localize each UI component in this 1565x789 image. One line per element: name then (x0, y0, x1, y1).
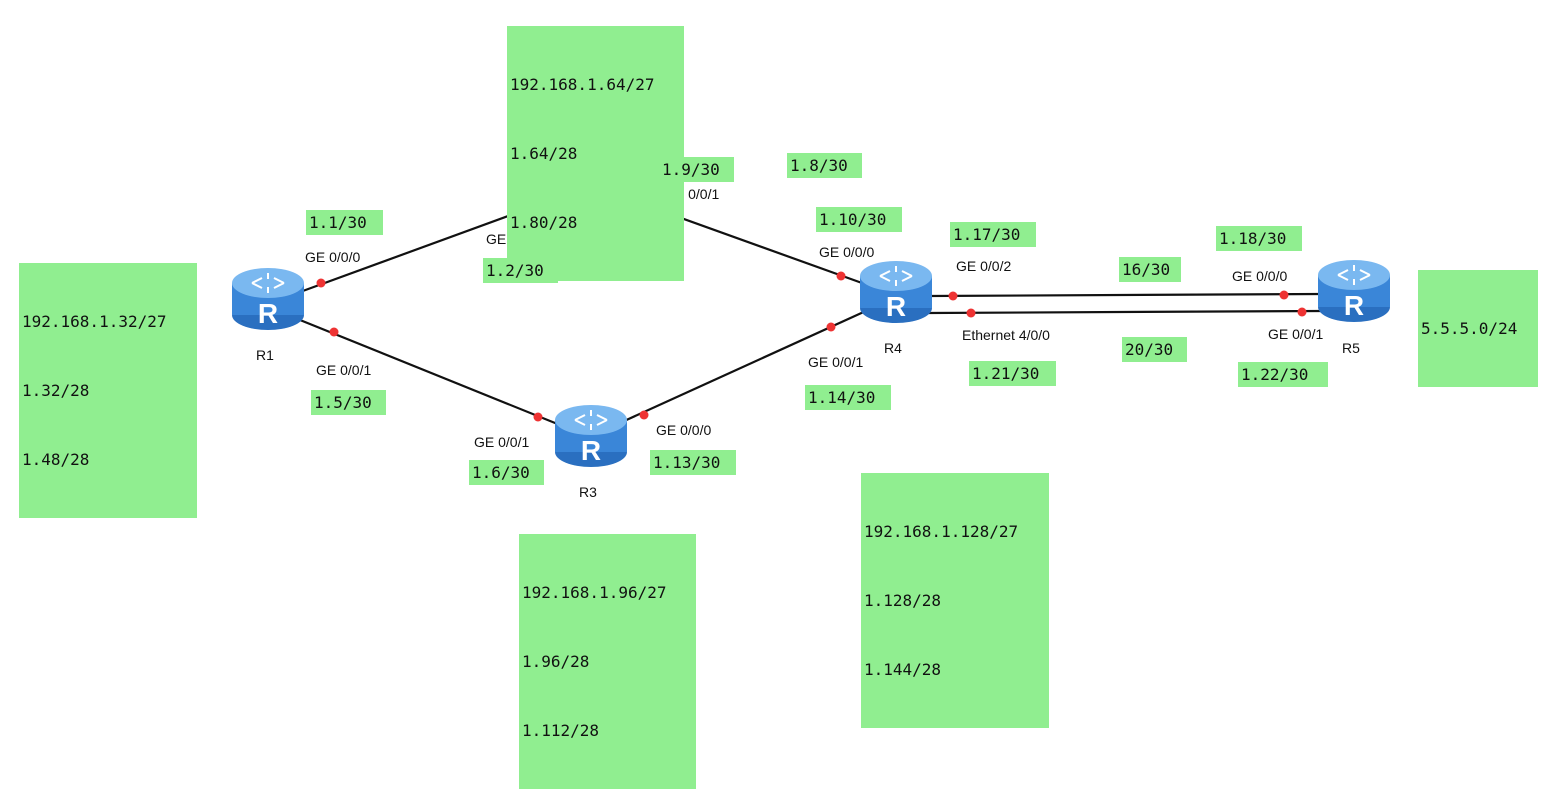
ip-label-link-r4-r5-a: 16/30 (1119, 257, 1181, 282)
subnet-note-r3-lan: 192.168.1.96/27 1.96/28 1.112/28 (519, 534, 696, 789)
port-dot-r1-g000[interactable] (316, 278, 326, 288)
subnet-note-line: 1.128/28 (864, 591, 942, 610)
port-label-r1-g001: GE 0/0/1 (316, 362, 372, 378)
ip-label-link-r2-r4: 1.8/30 (787, 153, 862, 178)
port-label-r3-g000: GE 0/0/0 (656, 422, 712, 438)
subnet-note-r4-lan: 192.168.1.128/27 1.128/28 1.144/28 (861, 473, 1049, 728)
ip-label-r4-g001: 1.14/30 (805, 385, 891, 410)
router-r1-label: R1 (256, 347, 274, 363)
ip-label-r3-g001: 1.6/30 (469, 460, 544, 485)
router-r4-icon[interactable]: R (858, 258, 934, 324)
port-dot-r4-g002[interactable] (948, 291, 958, 301)
ip-label-r4-g002: 1.17/30 (950, 222, 1036, 247)
subnet-note-line: 192.168.1.32/27 (22, 312, 167, 331)
subnet-note-line: 1.48/28 (22, 450, 90, 469)
ip-label-r4-g000: 1.10/30 (816, 207, 902, 232)
ip-label-r5-g000: 1.18/30 (1216, 226, 1302, 251)
router-r3-glyph: R (581, 435, 601, 466)
router-r1-icon[interactable]: R (230, 265, 306, 331)
router-r3-icon[interactable]: R (553, 402, 629, 468)
subnet-note-line: 1.32/28 (22, 381, 90, 400)
subnet-note-line: 5.5.5.0/24 (1421, 319, 1518, 338)
subnet-note-line: 192.168.1.96/27 (522, 583, 667, 602)
subnet-note-line: 1.112/28 (522, 721, 600, 740)
router-r1-glyph: R (258, 298, 278, 329)
port-label-r4-g000: GE 0/0/0 (819, 244, 875, 260)
link-r4-r5-a (927, 292, 1323, 298)
router-r5-glyph: R (1344, 290, 1364, 321)
link-r4-r5-b (927, 309, 1323, 315)
ip-label-r3-g000: 1.13/30 (650, 450, 736, 475)
port-label-r3-g001: GE 0/0/1 (474, 434, 530, 450)
subnet-note-line: 192.168.1.64/27 (510, 75, 655, 94)
port-label-r1-g000: GE 0/0/0 (305, 249, 361, 265)
subnet-note-line: 1.64/28 (510, 144, 578, 163)
port-dot-r4-e400[interactable] (966, 308, 976, 318)
network-topology-canvas: R R R R R R1 R2 R3 (19, 26, 1538, 789)
router-r3-label: R3 (579, 484, 597, 500)
port-dot-r5-g000[interactable] (1279, 290, 1289, 300)
subnet-note-line: 1.80/28 (510, 213, 578, 232)
port-dot-r5-g001[interactable] (1297, 307, 1307, 317)
port-label-r5-g001: GE 0/0/1 (1268, 326, 1324, 342)
subnet-note-line: 192.168.1.128/27 (864, 522, 1019, 541)
ip-label-link-r4-r5-b: 20/30 (1122, 337, 1187, 362)
subnet-note-line: 1.144/28 (864, 660, 942, 679)
port-dot-r3-g001[interactable] (533, 412, 543, 422)
port-dot-r3-g000[interactable] (639, 410, 649, 420)
port-label-r4-g002: GE 0/0/2 (956, 258, 1012, 274)
ip-label-r5-g001: 1.22/30 (1238, 362, 1328, 387)
subnet-note-r1-lan: 192.168.1.32/27 1.32/28 1.48/28 (19, 263, 197, 518)
port-label-r5-g000: GE 0/0/0 (1232, 268, 1288, 284)
ip-label-r4-e400: 1.21/30 (969, 361, 1056, 386)
subnet-note-line: 1.96/28 (522, 652, 590, 671)
port-label-r4-g001: GE 0/0/1 (808, 354, 864, 370)
subnet-note-r2-lan: 192.168.1.64/27 1.64/28 1.80/28 (507, 26, 684, 281)
ip-label-r2-g000: 1.2/30 (483, 258, 558, 283)
ip-label-r1-g000: 1.1/30 (306, 210, 383, 235)
port-dot-r1-g001[interactable] (329, 327, 339, 337)
subnet-note-r5-lan: 5.5.5.0/24 (1418, 270, 1538, 387)
link-r1-r3 (299, 318, 561, 427)
router-r4-glyph: R (886, 291, 906, 322)
port-label-r4-e400: Ethernet 4/0/0 (962, 327, 1050, 343)
router-r5-label: R5 (1342, 340, 1360, 356)
ip-label-r2-g001: 1.9/30 (659, 157, 734, 182)
port-dot-r4-g001[interactable] (826, 322, 836, 332)
ip-label-r1-g001: 1.5/30 (311, 390, 386, 415)
router-r5-icon[interactable]: R (1316, 257, 1392, 323)
router-r4-label: R4 (884, 340, 902, 356)
port-dot-r4-g000[interactable] (836, 271, 846, 281)
